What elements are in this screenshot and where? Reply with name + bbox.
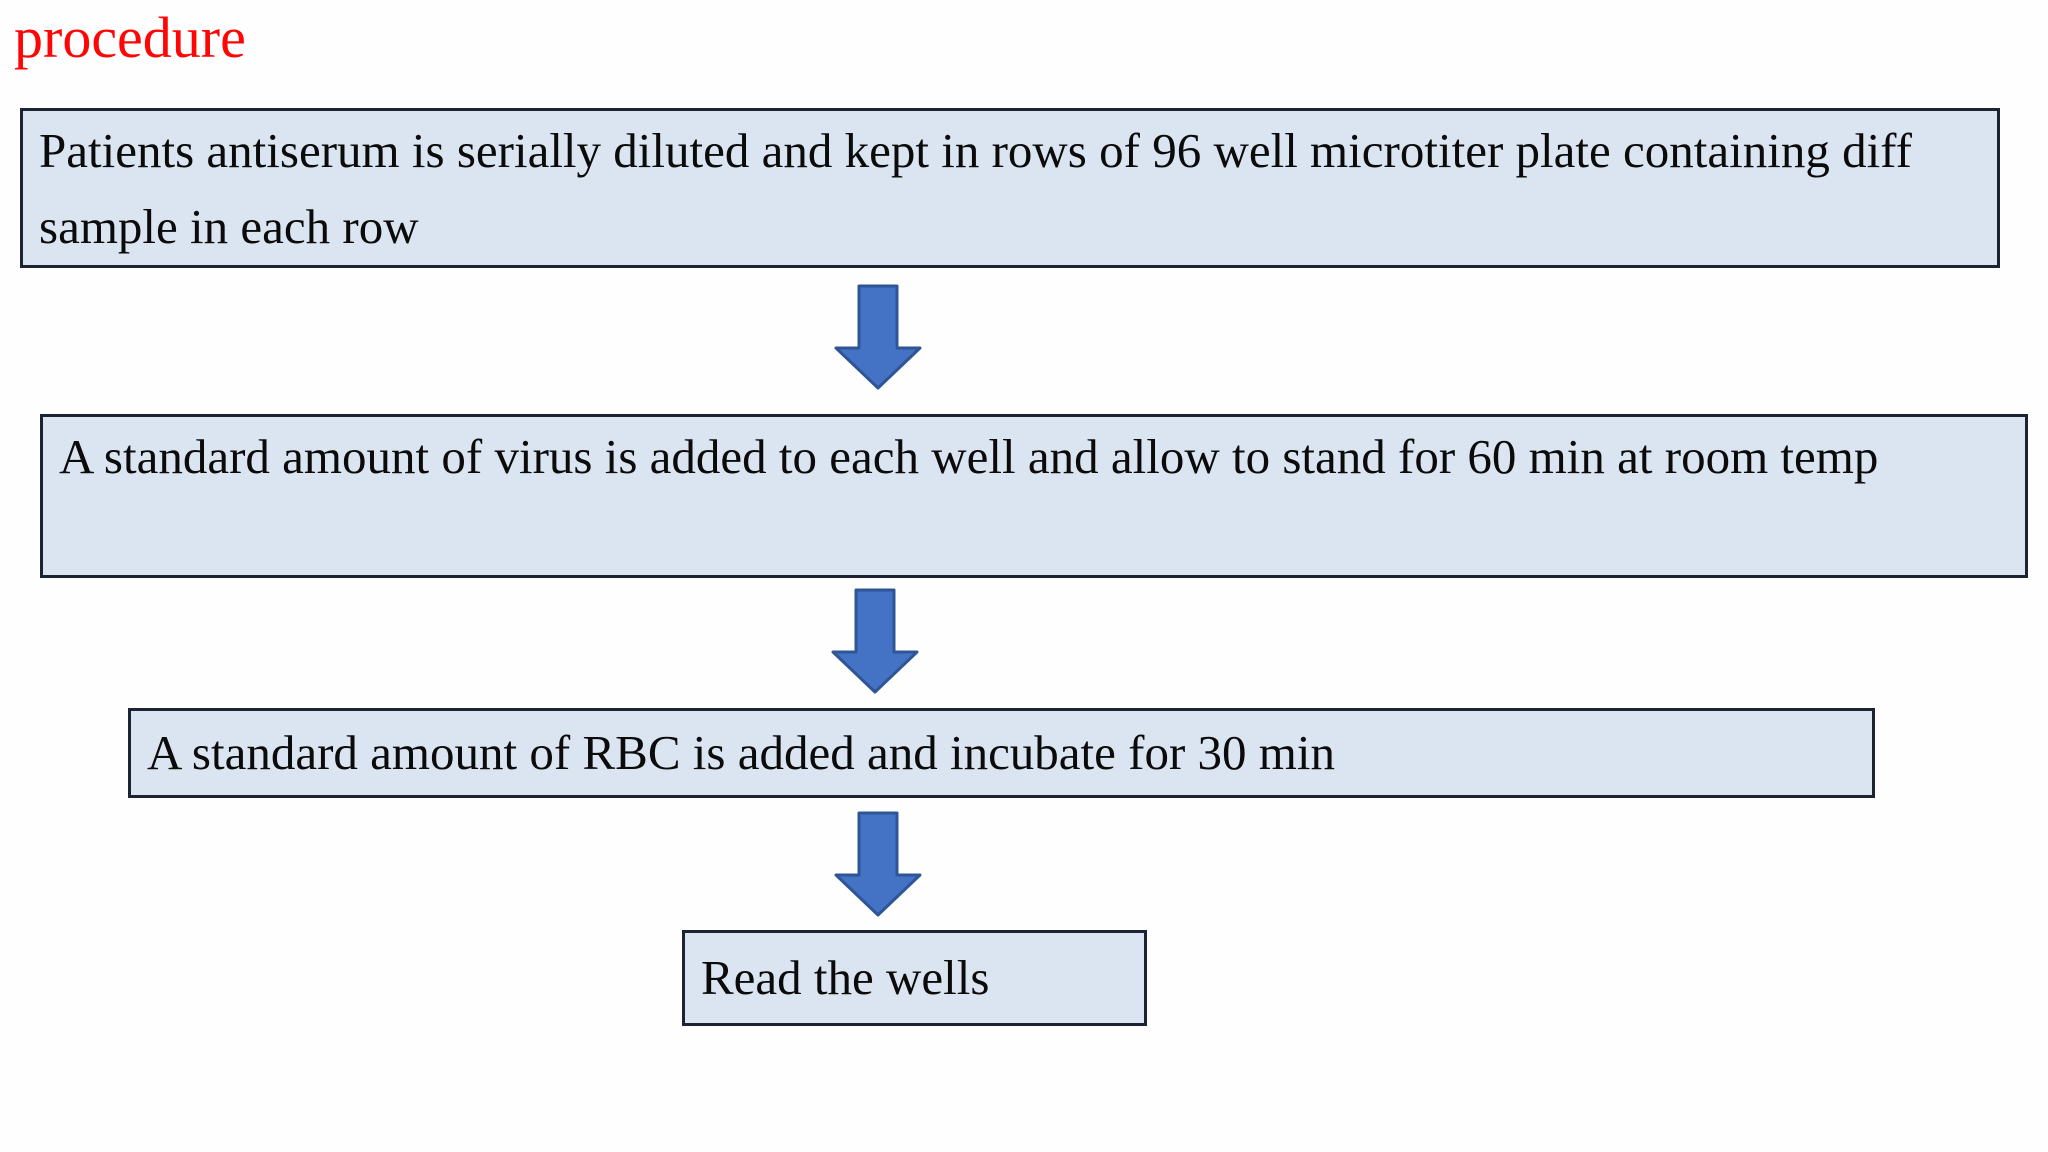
- step-box-add-virus: A standard amount of virus is added to e…: [40, 414, 2028, 578]
- slide-title: procedure: [14, 5, 246, 70]
- step-label: A standard amount of RBC is added and in…: [147, 725, 1336, 780]
- step-box-read-wells: Read the wells: [682, 930, 1147, 1026]
- step-box-serial-dilution: Patients antiserum is serially diluted a…: [20, 108, 2000, 268]
- step-label: A standard amount of virus is added to e…: [59, 429, 1879, 484]
- down-arrow-icon: [834, 811, 922, 917]
- step-label: Read the wells: [701, 950, 990, 1005]
- down-arrow-icon: [831, 588, 919, 694]
- down-arrow-icon: [834, 284, 922, 390]
- step-label: Patients antiserum is serially diluted a…: [39, 123, 1912, 254]
- step-box-add-rbc: A standard amount of RBC is added and in…: [128, 708, 1875, 798]
